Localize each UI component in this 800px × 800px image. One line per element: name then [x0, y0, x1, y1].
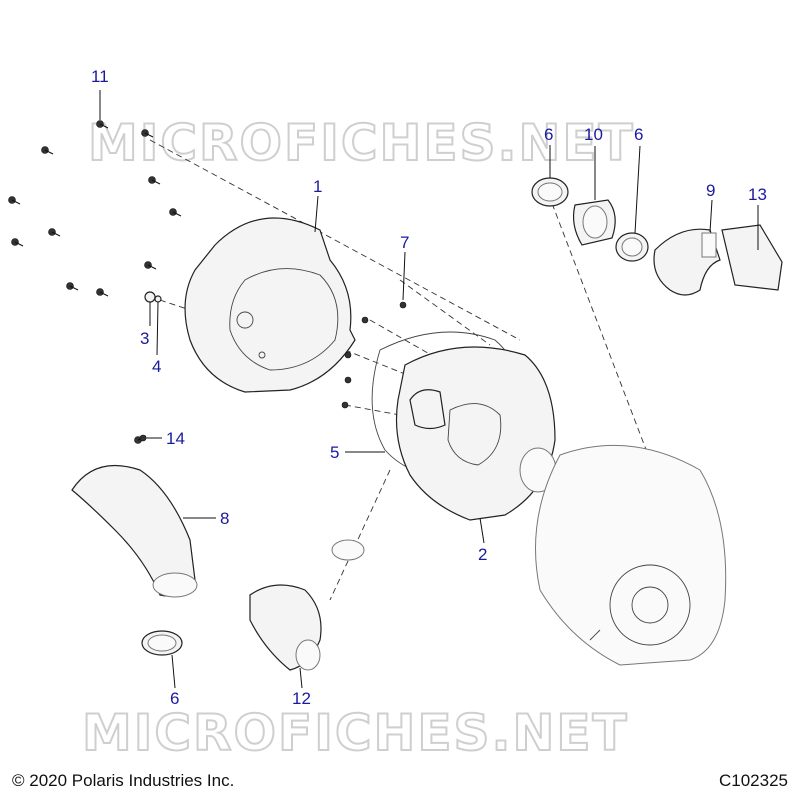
callout-9: 9 — [706, 181, 715, 200]
oval-seal — [331, 539, 365, 561]
clamp-bottom — [141, 630, 183, 656]
bolt-icon — [141, 129, 154, 138]
bolt-icon — [169, 208, 182, 217]
watermark-top: MICROFICHES.NET — [88, 114, 635, 172]
clamp-top-right — [615, 232, 649, 262]
bolt-icon — [148, 176, 161, 185]
drawing-id: C102325 — [718, 771, 788, 790]
bolt-icon — [96, 288, 109, 297]
outlet-elbow — [249, 584, 322, 671]
copyright-text: © 2020 Polaris Industries Inc. — [12, 771, 235, 790]
bolt-icon — [66, 282, 79, 291]
duct-cap — [721, 224, 783, 291]
outer-clutch-cover — [184, 217, 356, 393]
clip-part — [144, 291, 162, 303]
leader-lines — [99, 90, 759, 689]
coupler — [572, 199, 616, 246]
bolt-icon — [144, 261, 157, 270]
callout-5: 5 — [330, 443, 339, 462]
screw-icon — [139, 434, 147, 442]
nut-group — [341, 301, 407, 409]
callout-3: 3 — [140, 329, 149, 348]
inner-clutch-cover — [395, 346, 557, 521]
intake-duct — [71, 464, 198, 598]
callout-labels: 11 1 7 3 4 6 10 6 9 13 5 2 14 8 6 12 — [91, 67, 767, 708]
callout-4: 4 — [152, 357, 161, 376]
callout-8: 8 — [220, 509, 229, 528]
callout-6b: 6 — [634, 125, 643, 144]
callout-14: 14 — [166, 429, 185, 448]
callout-10: 10 — [584, 125, 603, 144]
callout-1: 1 — [313, 177, 322, 196]
watermark-bottom: MICROFICHES.NET — [82, 704, 629, 762]
bolt-icon — [11, 238, 24, 247]
bolt-icon — [8, 196, 21, 205]
clamp-top-left — [531, 177, 569, 207]
callout-2: 2 — [478, 545, 487, 564]
callout-13: 13 — [748, 185, 767, 204]
callout-7: 7 — [400, 233, 409, 252]
bolt-icon — [96, 120, 109, 129]
bolt-group — [8, 120, 182, 444]
transmission-housing — [535, 444, 727, 666]
callout-11: 11 — [91, 67, 109, 86]
callout-6a: 6 — [544, 125, 553, 144]
elbow-duct — [653, 228, 721, 296]
bolt-icon — [41, 146, 54, 155]
callout-6c: 6 — [170, 689, 179, 708]
callout-12: 12 — [292, 689, 311, 708]
bolt-icon — [48, 228, 61, 237]
